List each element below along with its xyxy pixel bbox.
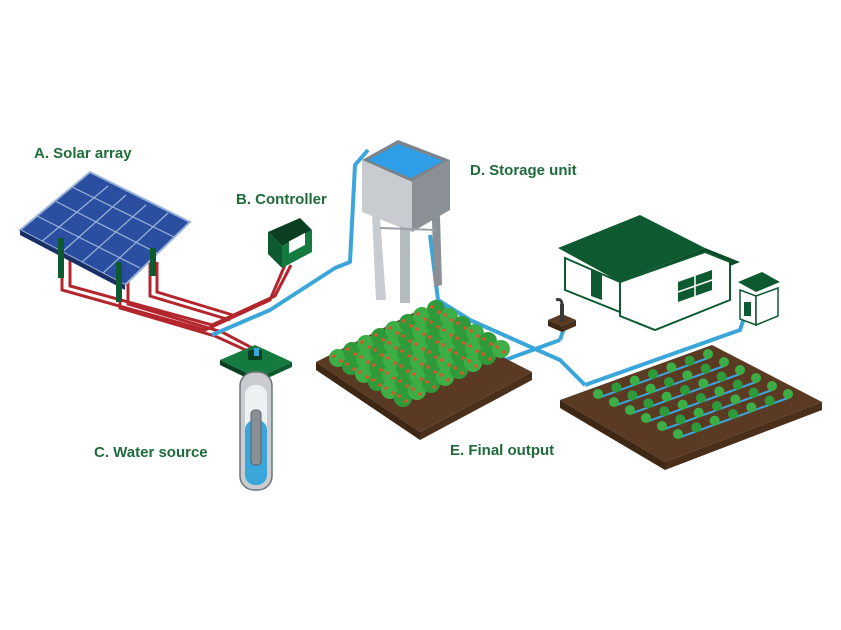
controller-box-icon: [268, 218, 312, 268]
solar-panel-icon: [18, 170, 192, 302]
farmhouse-icon: [558, 215, 780, 332]
label-storage-unit: D. Storage unit: [470, 162, 577, 179]
label-final-output: E. Final output: [450, 442, 554, 459]
label-water-source: C. Water source: [94, 444, 208, 461]
orchard-icon: [316, 300, 532, 440]
tap-icon: [548, 298, 576, 332]
crop-field-icon: [560, 345, 822, 470]
borewell-pump-icon: [220, 345, 292, 491]
label-solar-array: A. Solar array: [34, 145, 132, 162]
label-controller: B. Controller: [236, 191, 327, 208]
water-tank-icon: [362, 140, 450, 303]
